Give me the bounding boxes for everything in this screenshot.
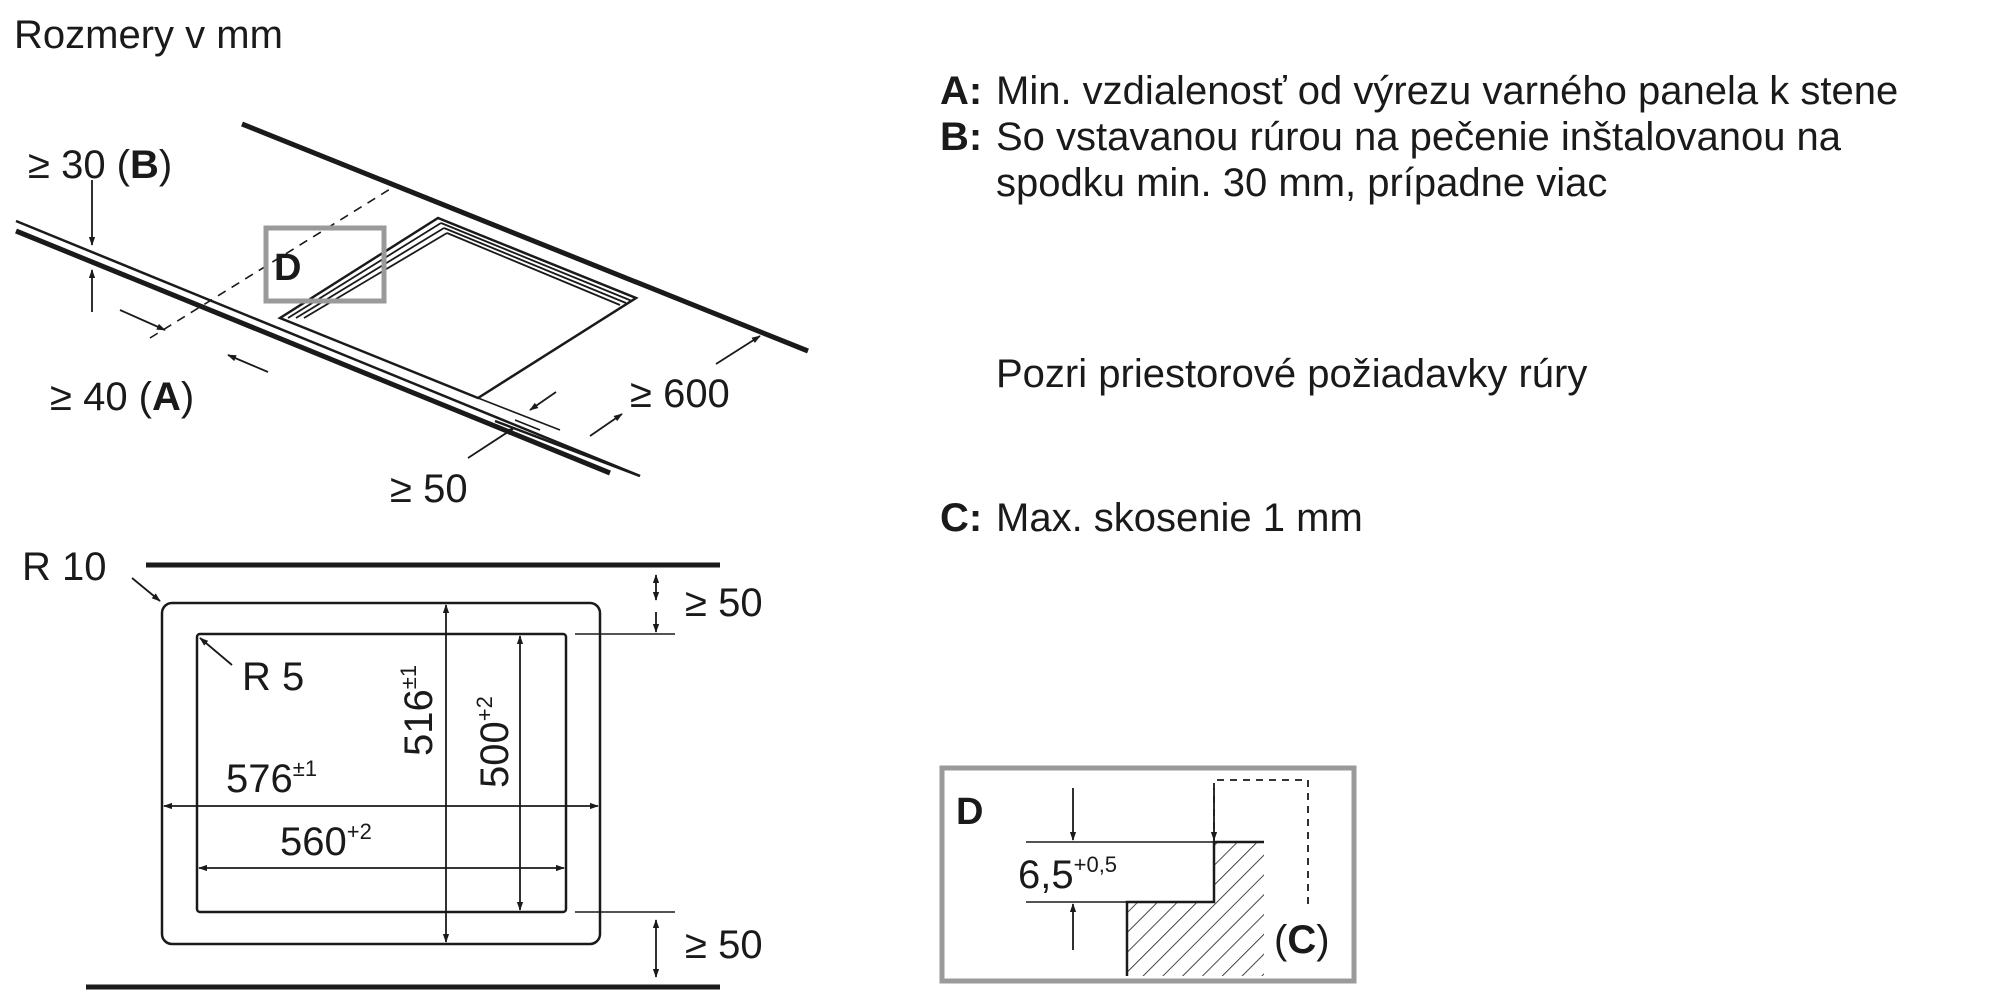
note-c-text: Max. skosenie 1 mm — [996, 496, 1363, 540]
outer-depth-label: 516±1 — [396, 665, 441, 756]
detail-d-marker-label: D — [274, 247, 301, 289]
notes-list: A: Min. vzdialenosť od výrezu varného pa… — [940, 68, 1976, 206]
detail-d-marker-frame — [263, 225, 387, 304]
detail-d-frame — [939, 765, 1357, 984]
dimension-a-label: ≥ 40 (A) — [50, 375, 194, 419]
note-a: A: Min. vzdialenosť od výrezu varného pa… — [940, 68, 1976, 114]
detail-d-section — [1026, 779, 1309, 976]
detail-d-label: D — [956, 791, 983, 833]
inner-depth-label: 500+2 — [472, 696, 517, 788]
note-b: B: So vstavanou rúrou na pečenie inštalo… — [940, 114, 1976, 206]
note-c-key: C: — [940, 496, 983, 540]
detail-dimension-label: 6,5+0,5 — [1018, 852, 1117, 897]
note-b-text: So vstavanou rúrou na pečenie inštalovan… — [996, 115, 1842, 205]
top-clearance-label: ≥ 50 — [685, 581, 763, 625]
inner-radius-label: R 5 — [242, 655, 304, 699]
isometric-view — [15, 121, 809, 478]
diagram-title: Rozmery v mm — [14, 13, 283, 57]
plan-view — [86, 562, 720, 990]
dimension-front-label: ≥ 50 — [390, 467, 468, 511]
outer-radius-label: R 10 — [22, 545, 107, 589]
dimension-back-label: ≥ 600 — [630, 372, 730, 416]
oven-note: Pozri priestorové požiadavky rúry — [996, 352, 1588, 396]
note-a-key: A: — [940, 69, 983, 113]
chamfer-label: (C) — [1274, 918, 1330, 962]
inner-width-label: 560+2 — [280, 819, 372, 864]
bottom-clearance-label: ≥ 50 — [685, 923, 763, 967]
note-c: C: Max. skosenie 1 mm — [940, 495, 1976, 541]
outer-width-label: 576±1 — [226, 756, 317, 801]
note-b-key: B: — [940, 115, 983, 159]
note-a-text: Min. vzdialenosť od výrezu varného panel… — [996, 69, 1899, 113]
note-c-row: C: Max. skosenie 1 mm — [940, 495, 1976, 541]
dimension-b-label: ≥ 30 (B) — [28, 143, 172, 187]
